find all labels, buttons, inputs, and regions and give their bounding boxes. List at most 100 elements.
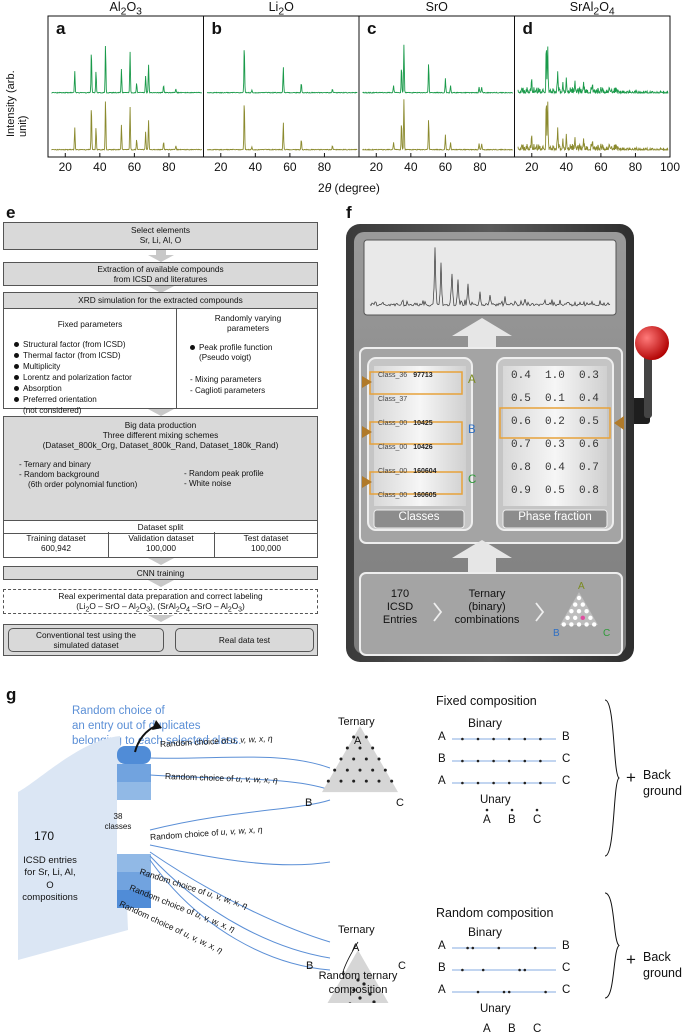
composition-dot xyxy=(466,946,469,950)
fixed-param-item: Lorentz and polarization factor xyxy=(14,373,132,383)
composition-dot xyxy=(573,615,578,621)
xrd-screen xyxy=(363,239,617,316)
flow-arrow-head xyxy=(148,255,174,262)
composition-dot xyxy=(364,735,368,739)
composition-dot xyxy=(539,759,542,763)
composition-dot xyxy=(507,990,511,994)
bigdata-sub: Three different mixing schemes xyxy=(102,430,219,440)
random-peak-profile: - Random peak profile xyxy=(184,469,264,478)
x-tick-label: 60 xyxy=(127,160,142,174)
composition-dot xyxy=(476,990,480,994)
fraction-value: 0.1 xyxy=(545,393,565,405)
pointer-a xyxy=(362,376,372,388)
fraction-value: 0.9 xyxy=(511,485,531,497)
divider xyxy=(214,532,215,558)
composition-dot xyxy=(584,622,589,627)
flow-arrow-head xyxy=(148,558,174,565)
panel-letter-f: f xyxy=(346,203,352,222)
fraction-value: 0.4 xyxy=(579,393,599,405)
composition-dot xyxy=(461,737,464,741)
select-title: Select elements xyxy=(130,225,191,235)
composition-dot xyxy=(565,615,570,621)
flow-arrow-head xyxy=(148,580,174,587)
class-gap xyxy=(117,800,151,854)
bullet-icon xyxy=(14,342,19,348)
simulated-pattern xyxy=(206,50,358,94)
fixed-param-note: (not considered) xyxy=(23,406,82,415)
unary-label: A xyxy=(483,1023,491,1035)
fraction-value: 0.4 xyxy=(545,462,565,474)
chevron-right-icon xyxy=(535,602,545,622)
pointer-fraction xyxy=(614,416,624,430)
compound-title-b: Li2O xyxy=(268,0,294,18)
bottom-panel xyxy=(359,572,623,656)
divider xyxy=(108,532,109,558)
composition-dot xyxy=(481,968,485,972)
peak-profile-note: (Pseudo voigt) xyxy=(199,353,252,362)
icsd-entries-shape xyxy=(18,736,128,960)
random-choice-curve xyxy=(149,855,331,959)
ternary-triangle-icon xyxy=(560,592,598,627)
ternary-label-b: B xyxy=(306,960,314,972)
cnn-training-box: CNN training xyxy=(3,566,318,580)
lever-arm xyxy=(644,348,652,418)
composition-dot xyxy=(492,781,495,785)
classes-label-box xyxy=(373,509,465,529)
slot-machine-graphic xyxy=(346,224,669,662)
x-tick-label: 100 xyxy=(659,160,681,174)
bullet-icon xyxy=(14,386,19,392)
experimental-pattern xyxy=(51,101,203,151)
composition-dot xyxy=(326,779,330,783)
classes-label: Classes xyxy=(398,511,440,523)
composition-dot xyxy=(569,609,574,614)
fixed-params-title: Fixed parameters xyxy=(57,319,123,329)
mixing-params: - Mixing parameters xyxy=(190,375,262,384)
composition-dot xyxy=(377,779,381,783)
simulated-pattern xyxy=(51,45,203,94)
class-entry: Class_37 xyxy=(378,396,408,403)
random-params-title: Randomly varying parameters xyxy=(178,313,318,334)
phase-reel xyxy=(503,366,607,506)
icsd-count: 170 xyxy=(34,829,55,843)
binary-label-left: B xyxy=(438,753,446,765)
dataset-split: Dataset split xyxy=(4,520,317,534)
fixed-param-item: Structural factor (from ICSD) xyxy=(14,340,126,350)
composition-dot xyxy=(345,768,349,772)
composition-dot xyxy=(523,759,527,763)
composition-dot xyxy=(358,768,362,772)
simulated-pattern xyxy=(517,46,669,95)
unary-label: B xyxy=(508,814,516,826)
x-tick-label: 20 xyxy=(525,160,539,174)
binary-label-left: A xyxy=(438,775,446,787)
binary-label-left: A xyxy=(438,940,446,952)
fixed-param-item: Absorption xyxy=(14,384,62,394)
fraction-value: 0.7 xyxy=(511,439,531,451)
class-slot xyxy=(117,890,151,908)
composition-dot xyxy=(539,737,542,741)
random-background: - Random background xyxy=(19,470,100,479)
composition-dot xyxy=(502,990,506,994)
fraction-value: 0.5 xyxy=(579,416,599,428)
flow-arrow xyxy=(156,250,166,255)
ternary-label-a: A xyxy=(352,942,360,954)
composition-dot xyxy=(561,622,566,627)
fraction-value: 0.5 xyxy=(545,485,565,497)
composition-dot xyxy=(476,737,480,741)
ternary-label-c: C xyxy=(398,960,406,972)
unary-label: B xyxy=(508,1023,516,1035)
ternary-title: Ternary xyxy=(338,924,375,936)
random-title-2: parameters xyxy=(227,322,269,333)
composition-dot xyxy=(576,622,582,627)
composition-dot xyxy=(569,622,574,627)
white-noise: - White noise xyxy=(184,479,232,488)
x-tick-label: 60 xyxy=(594,160,608,174)
ternary-label-c: C xyxy=(396,797,404,809)
unary-title: Unary xyxy=(480,1003,511,1015)
x-tick-label: 80 xyxy=(473,160,487,174)
binary-label-right: C xyxy=(562,984,571,996)
bullet-icon xyxy=(14,375,19,381)
pointer-line xyxy=(342,941,359,976)
